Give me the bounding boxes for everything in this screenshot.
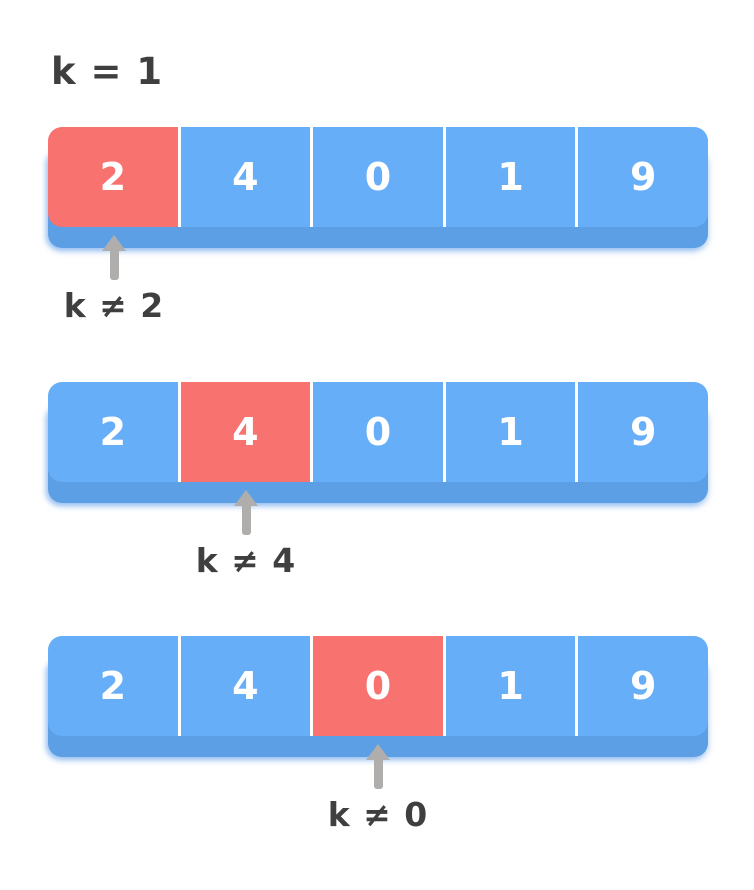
array-cell: 4 [177, 636, 311, 736]
array-row: 2 4 0 1 9 [48, 636, 708, 736]
array-cell: 2 [48, 382, 178, 482]
up-arrow-icon [234, 490, 258, 535]
array-cell: 4 [177, 382, 311, 482]
arrow-head [102, 235, 126, 251]
arrow-shaft [241, 506, 251, 535]
array-cell: 0 [310, 127, 443, 227]
arrow-head [366, 744, 390, 760]
up-arrow-icon [102, 235, 126, 280]
array-cell: 1 [442, 127, 576, 227]
array-cell: 4 [177, 127, 311, 227]
array-cell: 2 [48, 636, 178, 736]
search-step-2: 2 4 0 1 9 k ≠ 4 [48, 382, 708, 592]
comparison-label: k ≠ 0 [327, 795, 429, 834]
search-step-1: 2 4 0 1 9 k ≠ 2 [48, 127, 708, 337]
search-step-3: 2 4 0 1 9 k ≠ 0 [48, 636, 708, 846]
array-cell: 0 [310, 636, 443, 736]
array-cell: 2 [48, 127, 178, 227]
up-arrow-icon [366, 744, 390, 789]
array-row: 2 4 0 1 9 [48, 382, 708, 482]
array-cell: 9 [575, 127, 708, 227]
array-cell: 0 [310, 382, 443, 482]
array-cell: 9 [575, 382, 708, 482]
arrow-shaft [373, 760, 383, 789]
comparison-label: k ≠ 2 [63, 286, 165, 325]
target-value-label: k = 1 [51, 50, 164, 93]
arrow-shaft [109, 251, 119, 280]
array-cell: 1 [442, 636, 576, 736]
comparison-label: k ≠ 4 [195, 541, 297, 580]
array-cell: 1 [442, 382, 576, 482]
arrow-head [234, 490, 258, 506]
array-cell: 9 [575, 636, 708, 736]
array-row: 2 4 0 1 9 [48, 127, 708, 227]
